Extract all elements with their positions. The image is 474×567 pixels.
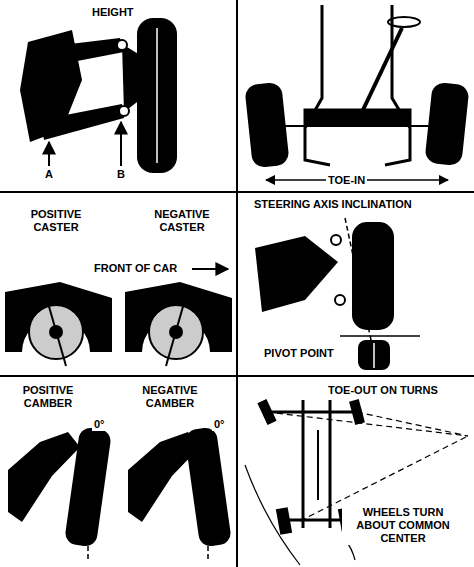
caster-label: NEGATIVE CASTER (140, 208, 224, 234)
camber-label: POSITIVE CAMBER (10, 384, 86, 410)
toe-in-figure (246, 5, 468, 180)
callout-letter: B (115, 168, 127, 181)
toe-out-figure (245, 399, 468, 565)
height-figure (20, 18, 177, 173)
note-label: WHEELS TURN ABOUT COMMON CENTER (342, 506, 464, 545)
angle-label: 0° (212, 418, 227, 431)
caster-figure (5, 269, 232, 366)
callout-letter: A (43, 168, 55, 181)
title-label: HEIGHT (90, 6, 136, 19)
caster-label: POSITIVE CASTER (18, 208, 94, 234)
camber-figure (8, 426, 232, 560)
part-label: PIVOT POINT (262, 347, 336, 360)
title-label: STEERING AXIS INCLINATION (252, 198, 414, 211)
dimension-label: TOE-IN (326, 174, 367, 187)
sai-figure (255, 218, 420, 370)
angle-label: 0° (92, 418, 107, 431)
title-label: TOE-OUT ON TURNS (326, 384, 440, 397)
camber-label: NEGATIVE CAMBER (128, 384, 212, 410)
direction-label: FRONT OF CAR (92, 262, 179, 275)
